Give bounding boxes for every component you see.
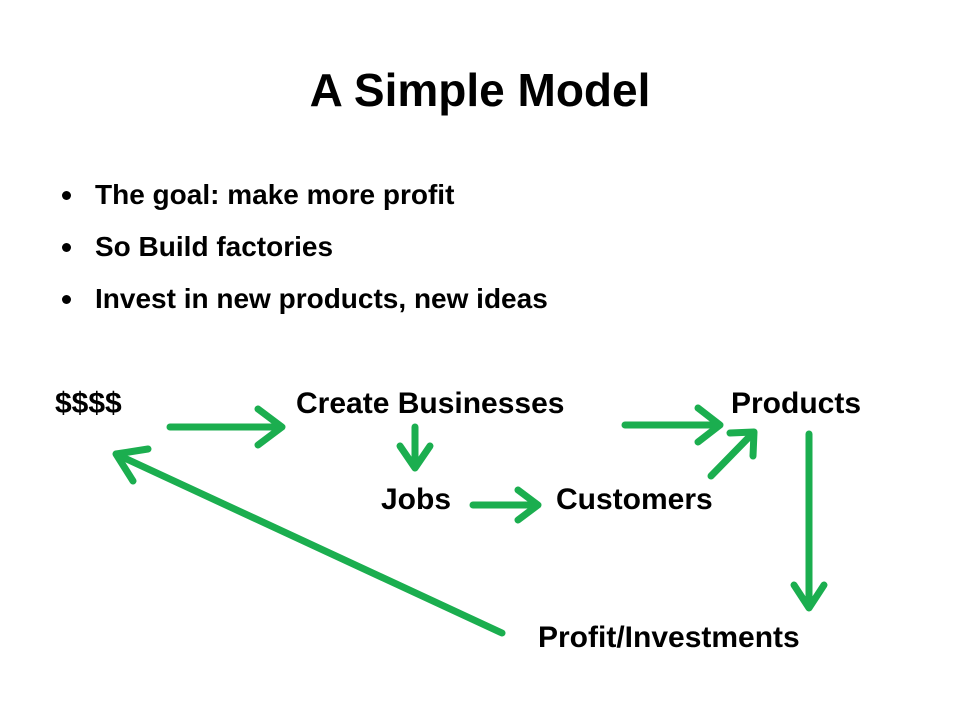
- bullet-text: Invest in new products, new ideas: [95, 283, 548, 314]
- arrow-customers-to-products: [707, 428, 758, 480]
- node-profit-investments: Profit/Investments: [538, 621, 800, 654]
- bullet-text: So Build factories: [95, 231, 334, 262]
- node-dollars: $$$$: [55, 387, 122, 420]
- bullet-text: The goal: make more profit: [95, 179, 455, 210]
- arrow-create-to-jobs: [396, 423, 434, 472]
- node-products: Products: [731, 387, 862, 420]
- node-customers: Customers: [556, 483, 713, 516]
- arrow-dollars-to-create: [166, 405, 286, 449]
- arrow-products-to-profit: [790, 430, 828, 612]
- bullet-item: So Build factories: [60, 224, 548, 276]
- node-jobs: Jobs: [381, 483, 452, 516]
- arrow-jobs-to-customers: [469, 486, 542, 524]
- arrow-create-to-products: [621, 404, 724, 446]
- bullet-item: The goal: make more profit: [60, 172, 548, 224]
- bullet-dot-icon: [62, 191, 71, 200]
- bullet-list: The goal: make more profit So Build fact…: [60, 172, 548, 328]
- slide-title: A Simple Model: [309, 64, 651, 116]
- bullet-dot-icon: [62, 243, 71, 252]
- arrow-profit-to-dollars: [112, 445, 506, 637]
- node-create-businesses: Create Businesses: [296, 387, 565, 420]
- bullet-dot-icon: [62, 295, 71, 304]
- bullet-item: Invest in new products, new ideas: [60, 276, 548, 328]
